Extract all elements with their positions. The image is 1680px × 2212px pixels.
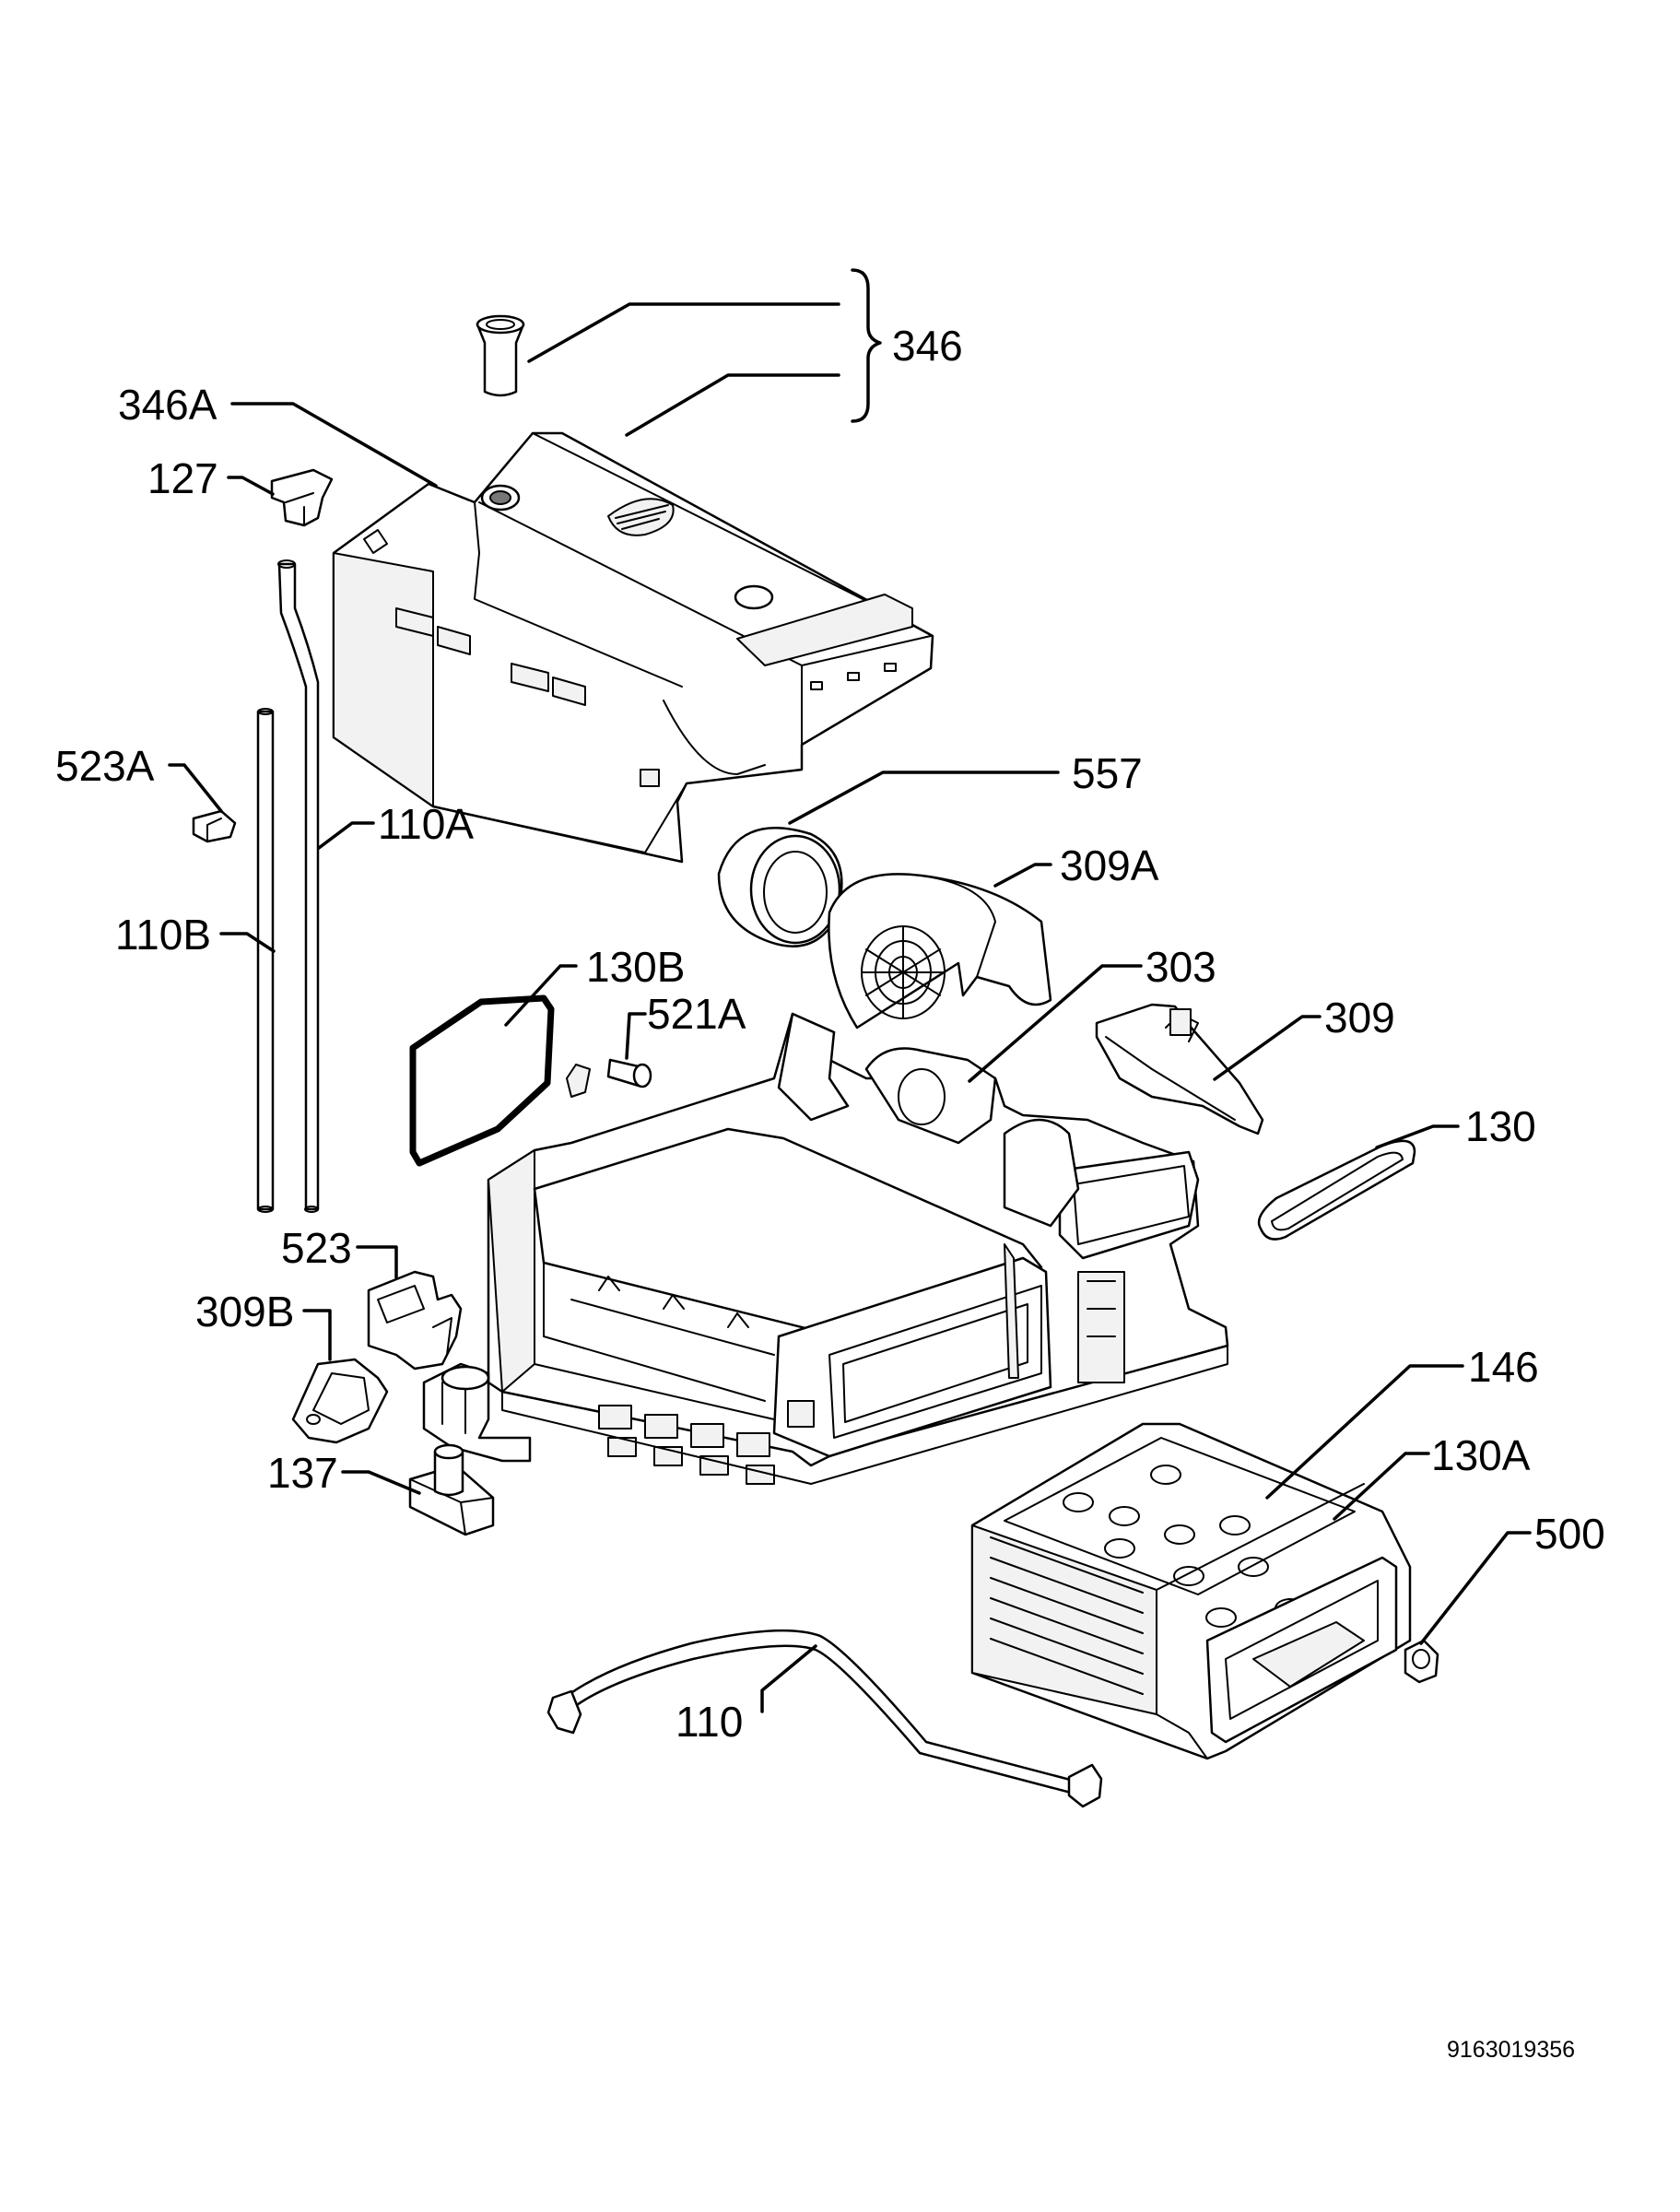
leader-110: [760, 1644, 817, 1713]
label-309A: 309A: [1060, 841, 1159, 889]
part-filter-box-146: [970, 1422, 1412, 1760]
leader-521A: [625, 1012, 647, 1060]
leader-346-lower: [625, 373, 840, 437]
label-346: 346: [892, 322, 963, 370]
label-110A: 110A: [378, 800, 474, 848]
part-pump-assembly: [422, 1362, 532, 1463]
label-500: 500: [1534, 1510, 1605, 1558]
label-127: 127: [147, 454, 218, 502]
leader-557: [788, 771, 1060, 825]
leader-137: [341, 1470, 421, 1495]
part-knob-500: [1404, 1639, 1439, 1684]
leader-303: [968, 964, 1143, 1083]
leader-346: [527, 302, 840, 363]
part-hose-110: [546, 1629, 1103, 1808]
document-id: 9163019356: [1447, 2037, 1575, 2063]
label-130B: 130B: [586, 943, 685, 991]
callout-labels: 346 346A 127 523A 110A 110B 557 309A 130…: [55, 322, 1605, 1746]
label-521A: 521A: [647, 990, 746, 1038]
part-clip-523A: [192, 809, 237, 843]
leader-130B: [504, 964, 578, 1027]
label-309B: 309B: [195, 1288, 294, 1335]
label-130A: 130A: [1431, 1431, 1531, 1479]
label-146: 146: [1468, 1343, 1539, 1391]
leader-110A: [317, 821, 375, 850]
leader-523: [356, 1245, 398, 1279]
leader-146: [1265, 1364, 1464, 1500]
part-ring-557: [717, 827, 843, 947]
leader-309A: [993, 863, 1052, 888]
leader-130: [1375, 1124, 1460, 1149]
part-fan-cover-309A: [828, 873, 1052, 1030]
part-base-unit-303: [487, 1012, 1229, 1485]
part-duct-309: [1095, 1003, 1264, 1135]
label-309: 309: [1324, 994, 1395, 1041]
label-110B: 110B: [115, 911, 211, 959]
part-tube-110B: [256, 708, 275, 1213]
part-clip-127: [270, 468, 334, 527]
leader-523A: [168, 763, 223, 813]
part-stand-137: [408, 1443, 495, 1536]
leader-309: [1213, 1015, 1322, 1081]
label-523A: 523A: [55, 742, 155, 790]
label-303: 303: [1145, 943, 1216, 991]
part-top-housing-346A: [332, 431, 934, 864]
leader-lines: [168, 268, 1532, 1713]
leader-346A: [230, 402, 438, 488]
part-gasket-130B: [409, 994, 555, 1167]
part-bracket-309B: [291, 1358, 389, 1444]
label-110: 110: [676, 1698, 743, 1746]
label-346A: 346A: [118, 381, 217, 429]
label-557: 557: [1072, 749, 1143, 797]
leader-309B: [302, 1309, 332, 1361]
leader-127: [227, 476, 275, 496]
label-523: 523: [281, 1224, 352, 1272]
leader-130A: [1333, 1452, 1430, 1521]
label-137: 137: [267, 1449, 338, 1497]
part-sleeve-346: [476, 314, 525, 397]
label-130: 130: [1465, 1102, 1536, 1150]
bracket-346: [851, 268, 882, 423]
part-sleeve-521A: [606, 1058, 652, 1088]
part-tube-110A: [277, 559, 320, 1213]
part-switch-523: [367, 1270, 463, 1371]
leader-110B: [219, 932, 276, 953]
leader-500: [1419, 1531, 1532, 1645]
part-gasket-130: [1257, 1139, 1416, 1241]
